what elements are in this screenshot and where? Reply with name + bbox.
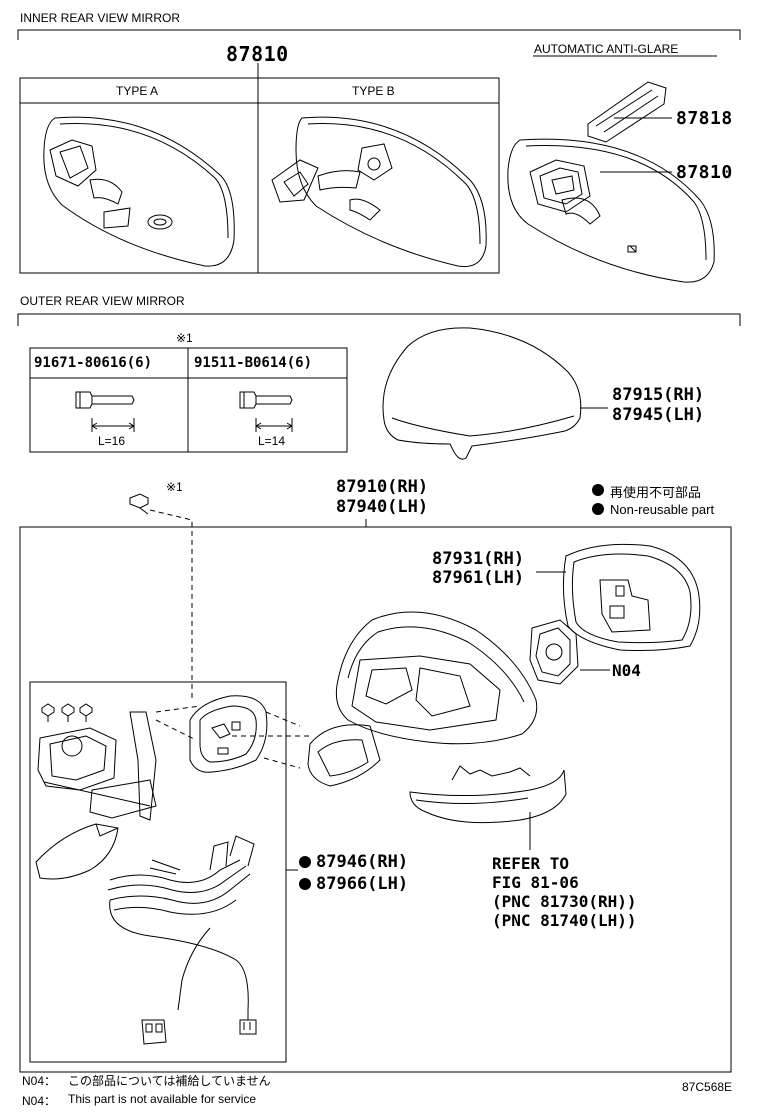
bolt-table [29,347,348,453]
mirror-motor-drawing [529,619,610,685]
section-outer-title: OUTER REAR VIEW MIRROR [20,294,185,308]
sub-assembly-box [29,681,287,1063]
wire-harness-drawing [107,835,257,1035]
auto-anti-glare-mirror-drawing [507,81,715,283]
legend-en: Non-reusable part [610,502,715,517]
type-a-mirror-drawing [43,116,235,267]
part-87810: 87810 [226,42,289,66]
harness-rh: 87946(RH) [316,852,409,872]
footnote-en-key: N04： [22,1094,57,1108]
three-screws-drawing [41,703,93,722]
glass-lh: 87961(LH) [432,568,525,588]
mirror-body-drawing [307,611,538,787]
legend-dot-1 [592,484,604,496]
refer-line-4: (PNC 81740(LH)) [492,911,637,930]
section-inner-title: INNER REAR VIEW MIRROR [20,11,181,25]
part-87818: 87818 [676,108,733,129]
part-87810-auto: 87810 [676,162,733,183]
assy-rh: 87910(RH) [336,477,429,497]
bolt-marker: ※1 [176,331,193,345]
actuator-drawing [37,711,157,821]
bolt2-part: 91511-B0614(6) [194,355,313,371]
auto-anti-glare-title: AUTOMATIC ANTI-GLARE [534,42,679,56]
cover-rh: 87915(RH) [612,385,705,405]
illustration-code: 87C568E [682,1080,733,1094]
mirror-glass-drawing [536,543,701,651]
type-b-mirror-drawing [271,116,487,268]
type-a-label: TYPE A [116,84,159,98]
bolt2-length: L=14 [258,434,286,448]
screw-marker: ※1 [166,480,183,494]
refer-line-3: (PNC 81730(RH)) [492,892,637,911]
bolt1-length: L=16 [98,434,126,448]
harness-lh: 87966(LH) [316,874,409,894]
glass-rh: 87931(RH) [432,549,525,569]
harness-lh-dot [299,878,311,890]
footnote-en: This part is not available for service [68,1092,257,1106]
refer-line-2: FIG 81-06 [492,873,579,892]
type-b-label: TYPE B [352,84,395,98]
legend-dot-2 [592,503,604,515]
harness-rh-dot [299,856,311,868]
small-cover-drawing [189,695,268,773]
bolt1-part: 91671-80616(6) [34,355,153,371]
motor-n04: N04 [612,661,641,680]
assembly-box [19,526,732,1073]
cover-lh: 87945(LH) [612,405,705,425]
turn-signal-drawing [409,765,567,824]
legend-jp: 再使用不可部品 [610,485,702,500]
clip-drawing [141,1019,167,1045]
assy-lh: 87940(LH) [336,497,429,517]
screw-drawing [129,493,149,515]
refer-line-1: REFER TO [492,854,570,873]
footnote-jp-key: N04： [22,1074,57,1088]
footnote-jp: この部品については補給していません [68,1074,271,1088]
wedge-piece-drawing [35,823,119,880]
mirror-cover-drawing [382,327,608,460]
